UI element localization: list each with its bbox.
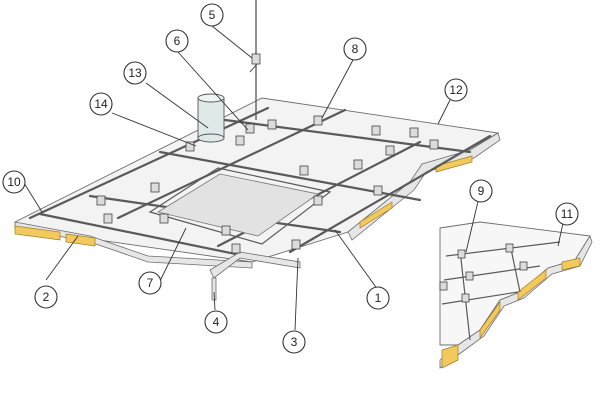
callout-4: 4 <box>204 310 228 334</box>
callout-3-label: 3 <box>291 335 298 349</box>
callout-12: 12 <box>444 78 468 102</box>
insulation-left <box>14 225 61 241</box>
callout-13-label: 13 <box>128 66 142 80</box>
callout-10: 10 <box>2 170 26 194</box>
insulation-right <box>435 155 473 173</box>
callout-12-label: 12 <box>449 83 463 97</box>
callout-13: 13 <box>123 61 147 85</box>
callout-11: 11 <box>555 202 579 226</box>
callout-9-label: 9 <box>478 184 485 198</box>
callout-10-label: 10 <box>7 175 21 189</box>
callout-7-label: 7 <box>147 276 154 290</box>
callout-3: 3 <box>282 330 306 354</box>
callout-6: 6 <box>165 29 189 53</box>
callout-5: 5 <box>200 3 224 27</box>
callout-7: 7 <box>138 271 162 295</box>
callout-5-label: 5 <box>209 8 216 22</box>
hanger-clips <box>96 115 439 254</box>
callout-14-label: 14 <box>94 97 108 111</box>
ventilation-duct <box>197 93 225 143</box>
callout-14: 14 <box>89 92 113 116</box>
callout-8: 8 <box>343 37 367 61</box>
callout-1: 1 <box>366 286 390 310</box>
callout-6-label: 6 <box>174 34 181 48</box>
callout-11-label: 11 <box>561 207 574 221</box>
leader-lines <box>23 25 566 331</box>
insulation-detail <box>517 269 547 301</box>
callout-2-label: 2 <box>43 290 50 304</box>
callout-8-label: 8 <box>352 42 359 56</box>
detail-inset <box>439 221 593 369</box>
callout-2: 2 <box>34 285 58 309</box>
suspension-grid <box>28 106 492 301</box>
callout-9: 9 <box>469 179 493 203</box>
callout-1-label: 1 <box>375 291 382 305</box>
callout-4-label: 4 <box>213 315 220 329</box>
hanger-rods <box>249 0 261 120</box>
